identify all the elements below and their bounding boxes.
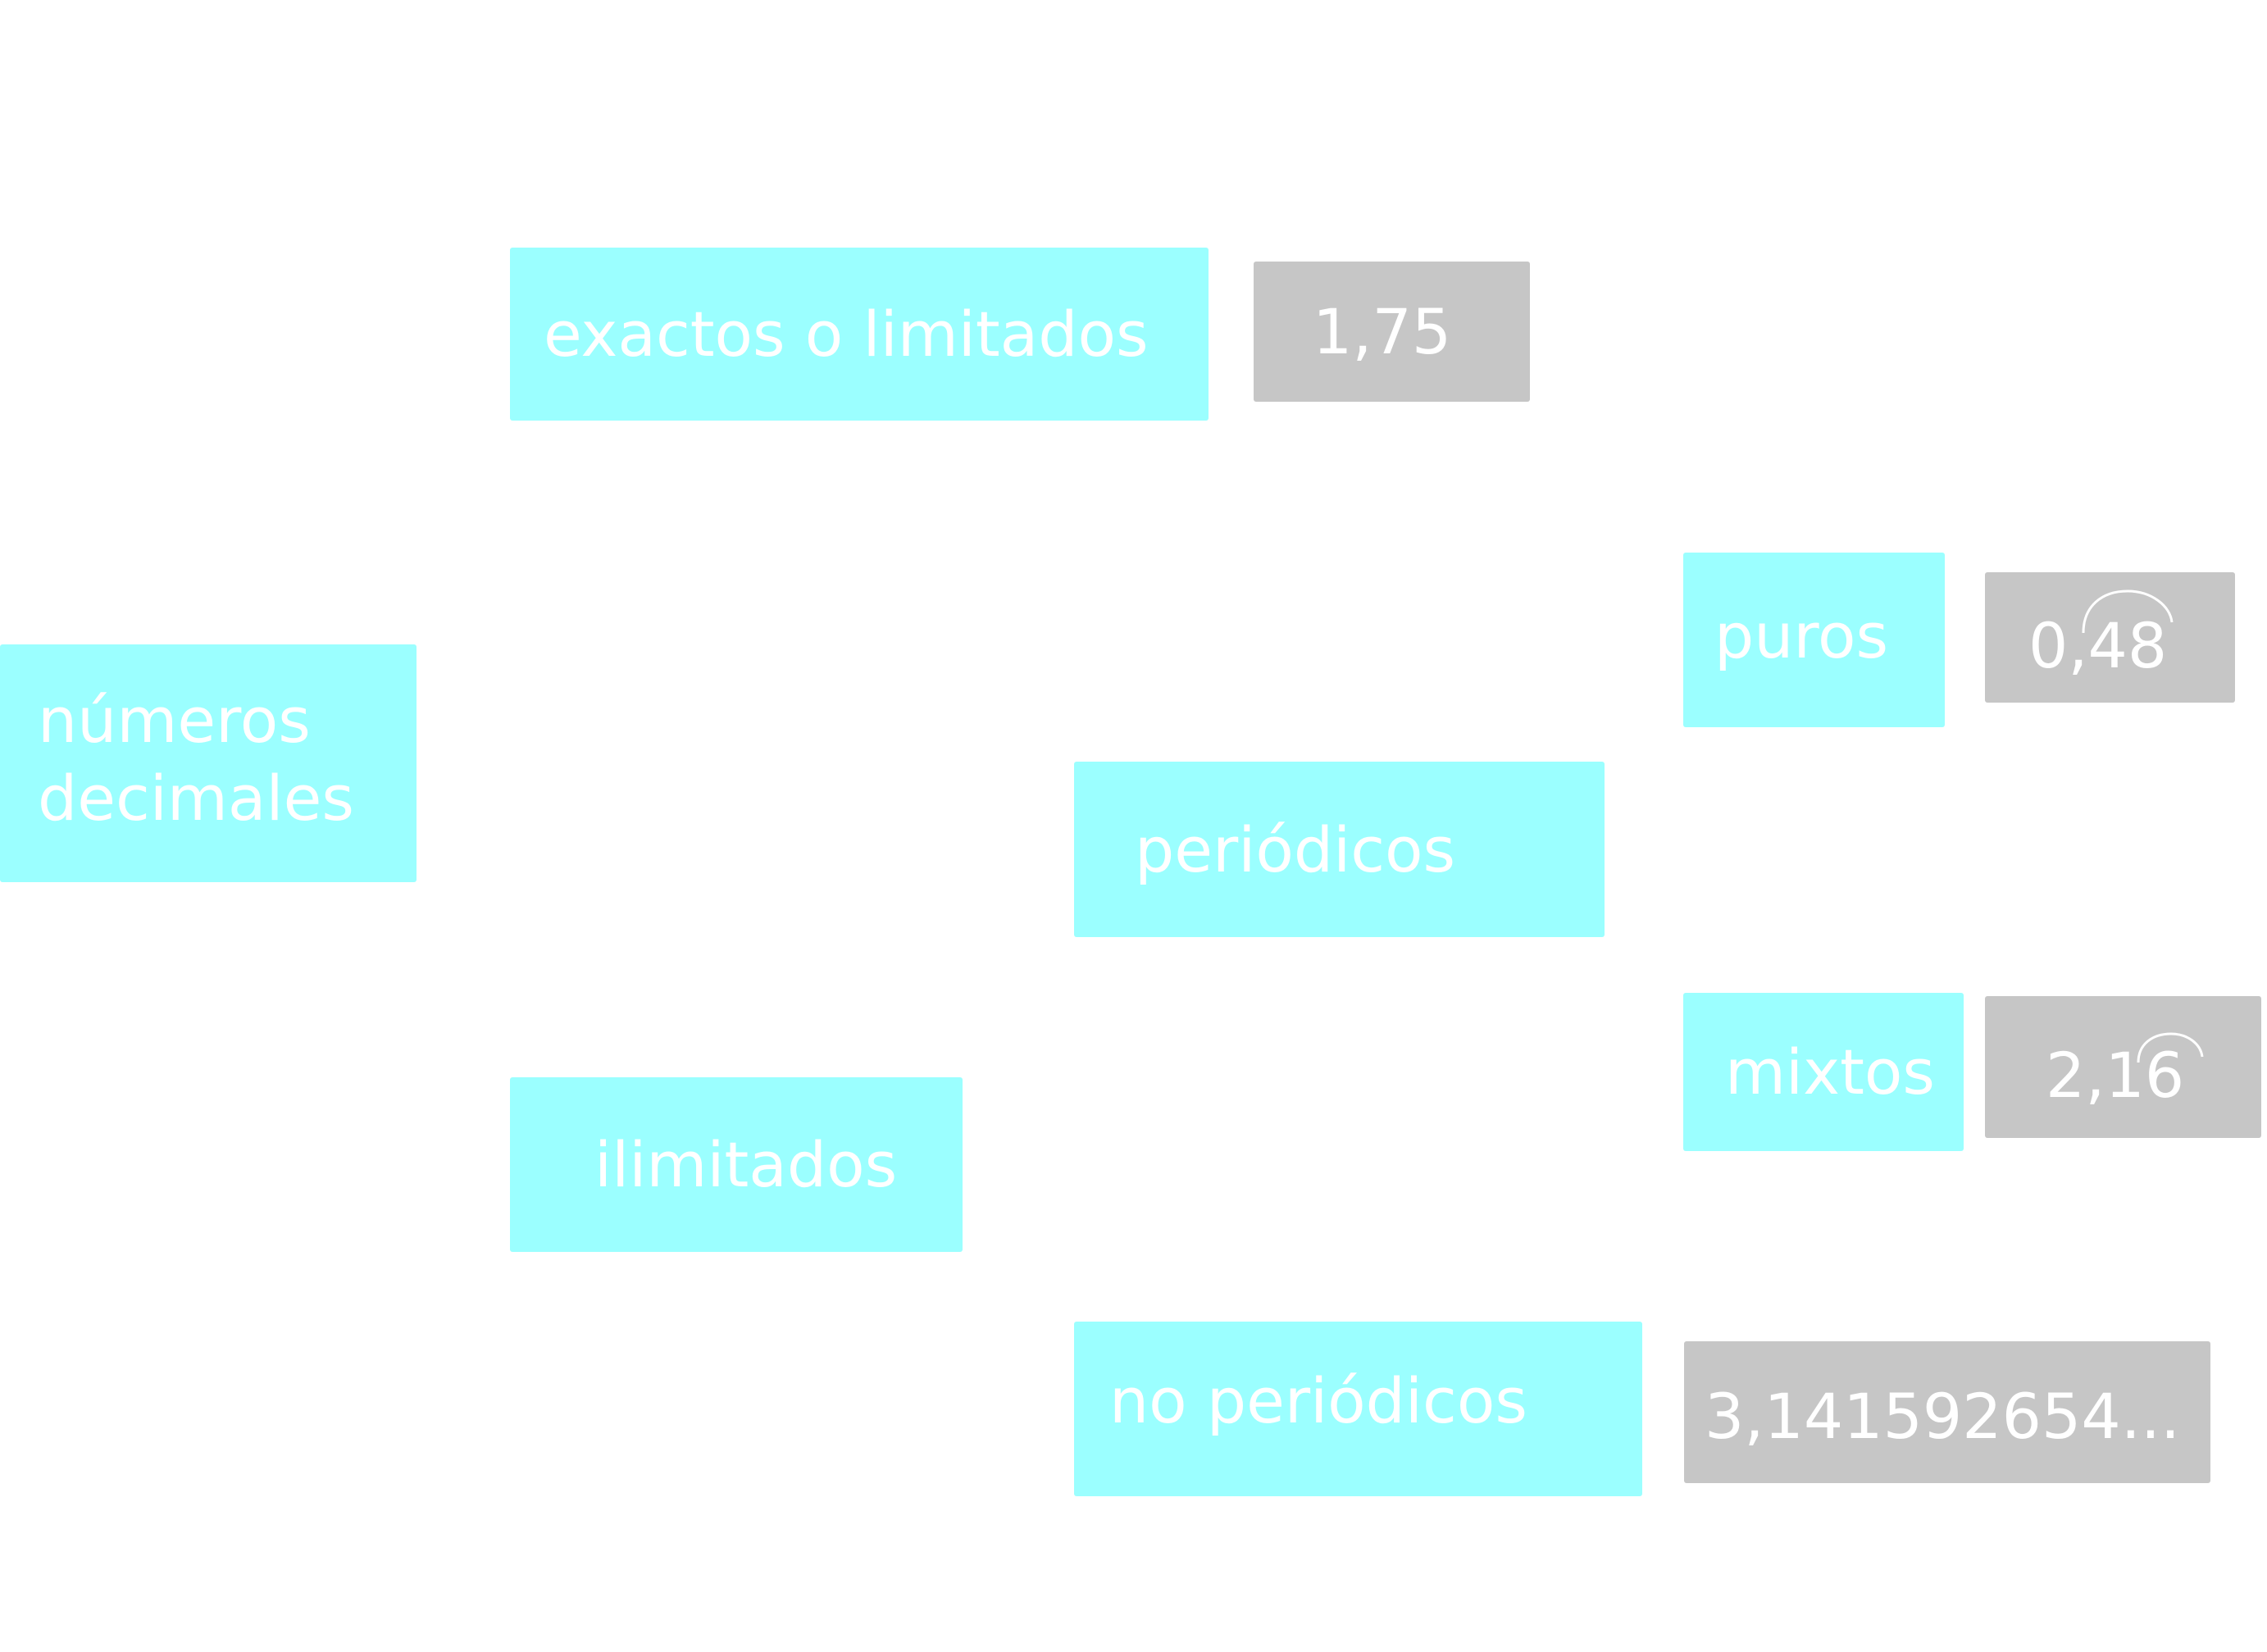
node-label: puros: [1714, 599, 1889, 672]
node-label-line: decimales: [38, 762, 354, 835]
example-value: 2,16: [2046, 1039, 2185, 1112]
example-exactos: 1,75: [1254, 262, 1530, 402]
example-no-periodicos: 3,141592654...: [1684, 1341, 2210, 1483]
node-exactos: exactos o limitados: [510, 248, 1209, 421]
node-label: números decimales: [38, 681, 354, 837]
example-value: 1,75: [1313, 295, 1452, 368]
node-label: ilimitados: [594, 1128, 898, 1201]
node-label-line: números: [38, 684, 311, 757]
node-mixtos: mixtos: [1683, 993, 1964, 1151]
period-arc-icon: [2137, 1032, 2204, 1063]
example-mixtos: 2,16: [1985, 996, 2261, 1138]
node-label: no periódicos: [1109, 1364, 1527, 1437]
example-value: 0,48: [2028, 609, 2168, 682]
node-label: mixtos: [1725, 1035, 1936, 1108]
node-puros: puros: [1683, 553, 1945, 727]
node-ilimitados: ilimitados: [510, 1077, 963, 1252]
node-numeros-decimales: números decimales: [0, 644, 417, 882]
node-label: exactos o limitados: [544, 298, 1149, 371]
period-arc-icon: [2082, 589, 2174, 634]
example-puros: 0,48: [1985, 572, 2235, 703]
node-label: periódicos: [1135, 812, 1456, 886]
node-no-periodicos: no periódicos: [1074, 1322, 1642, 1496]
example-value: 3,141592654...: [1705, 1380, 2181, 1453]
node-periodicos: periódicos: [1074, 762, 1605, 937]
